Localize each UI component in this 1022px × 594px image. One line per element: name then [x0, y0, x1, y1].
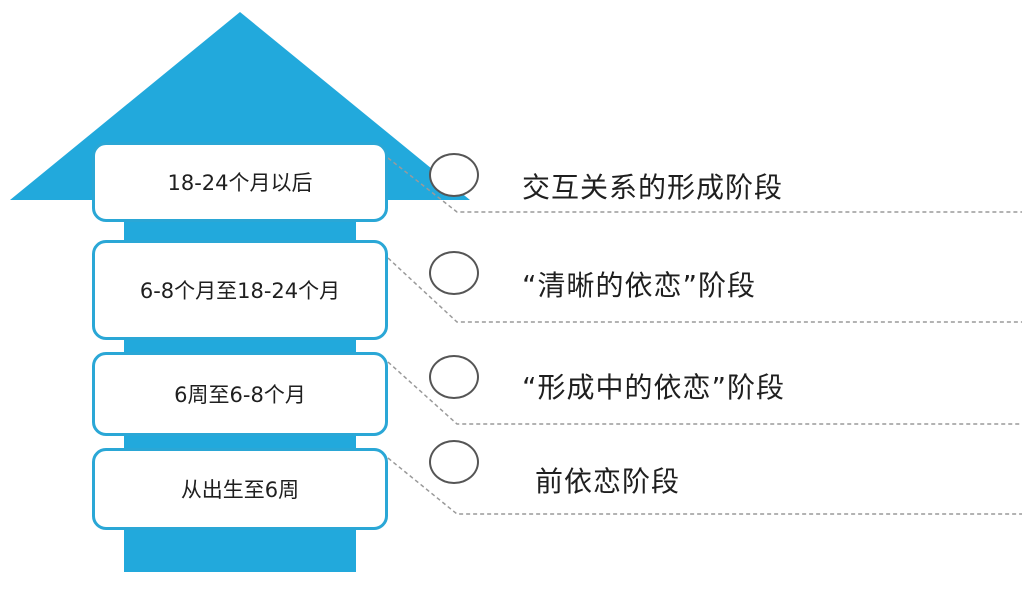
- circle-marker-2: [429, 251, 479, 295]
- connector-line-2: [387, 257, 1022, 323]
- stage-box-1: 18-24个月以后: [92, 142, 388, 222]
- stage-box-2: 6-8个月至18-24个月: [92, 240, 388, 340]
- circle-marker-3: [429, 355, 479, 399]
- connector-line-4: [387, 457, 1022, 515]
- phase-label-3: “形成中的依恋”阶段: [522, 371, 786, 404]
- phase-label-4: 前依恋阶段: [535, 465, 681, 498]
- circle-marker-4: [429, 440, 479, 484]
- connector-line-1: [387, 157, 1022, 213]
- stage-box-4: 从出生至6周: [92, 448, 388, 530]
- phase-label-1: 交互关系的形成阶段: [522, 171, 784, 204]
- stage-box-3: 6周至6-8个月: [92, 352, 388, 436]
- connector-line-3: [387, 361, 1022, 425]
- phase-label-2: “清晰的依恋”阶段: [522, 269, 757, 302]
- circle-marker-1: [429, 153, 479, 197]
